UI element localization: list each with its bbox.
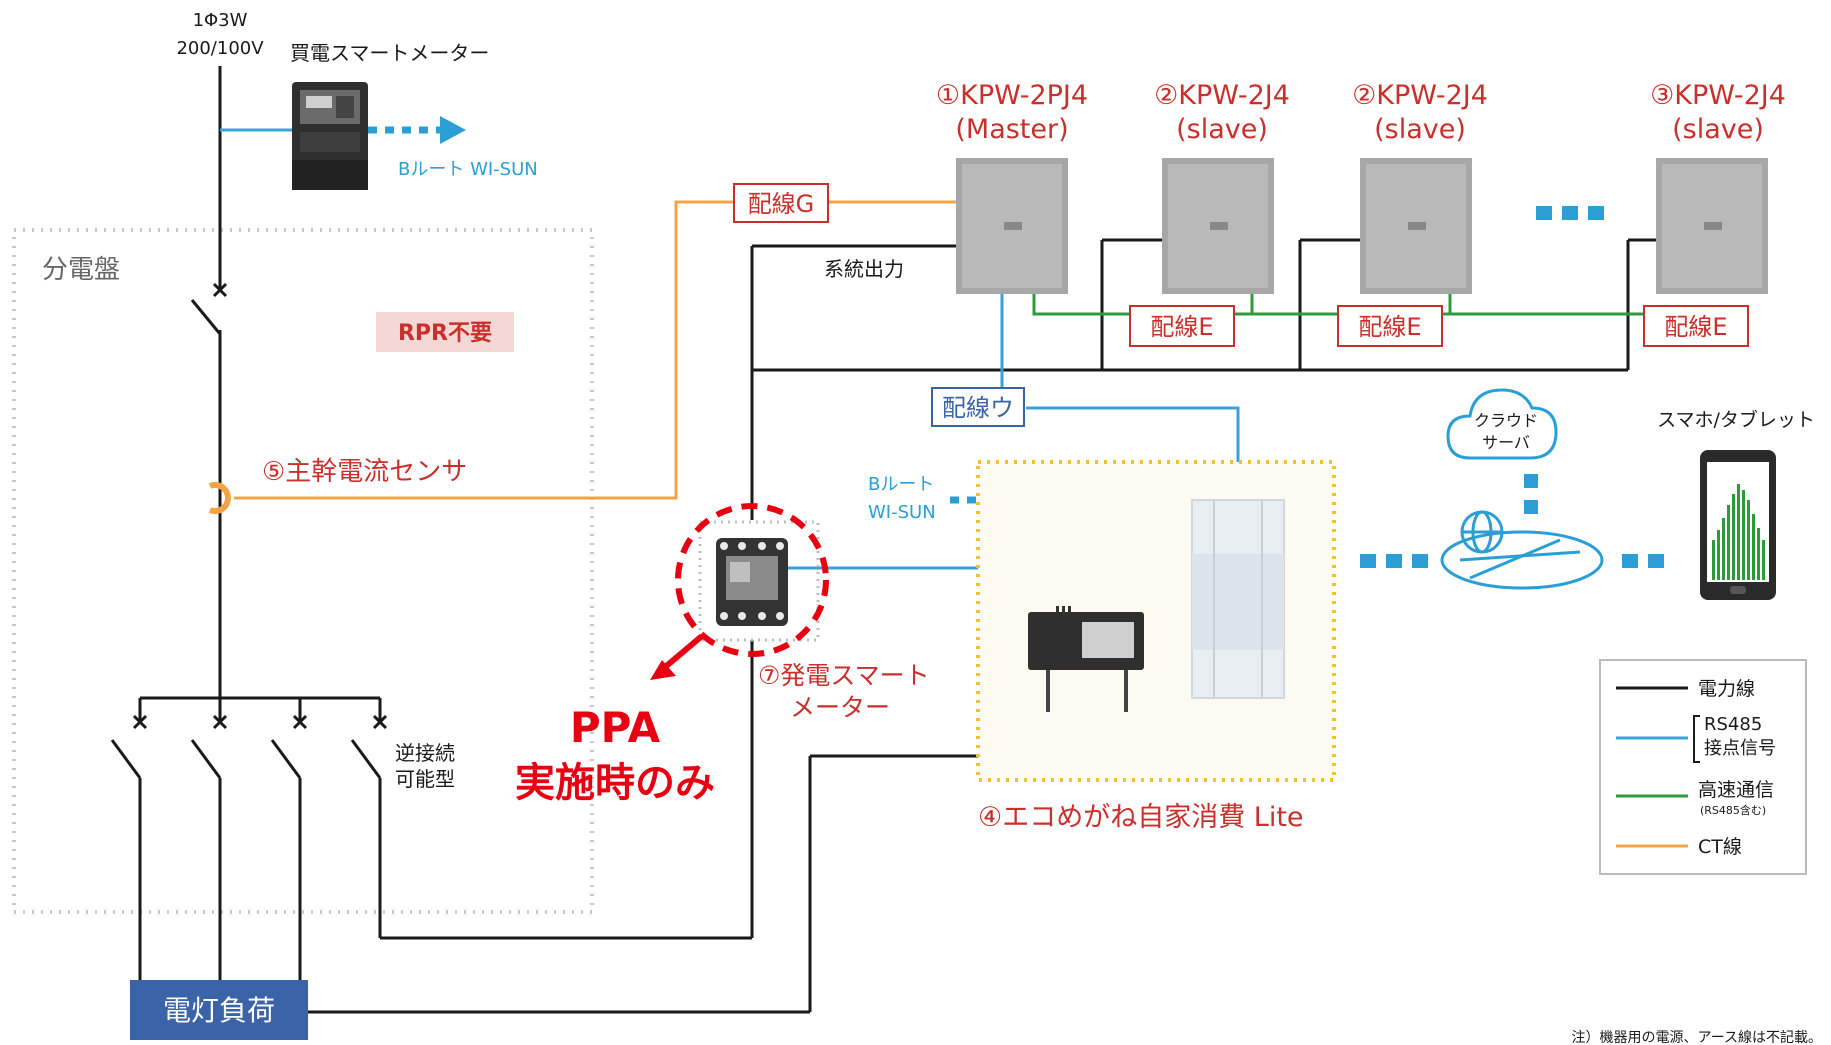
wiring-e-box-3 [1643,305,1749,347]
purchase-meter-label: 買電スマートメーター [290,41,489,65]
ppa-note-line1: PPA [570,703,661,752]
network-globe-icon [1440,510,1604,590]
ppa-highlight-circle [675,503,829,657]
pcs-unit-4-name: ③KPW-2J4 [1650,80,1786,111]
pcs-unit-1-role: (Master) [955,114,1068,145]
legend-box [1599,659,1807,875]
load-label: 電灯負荷 [163,994,275,1027]
ecomegane-panel-icon [1191,499,1285,699]
pcs-unit-2: ②KPW-2J4 (slave) [1154,80,1290,294]
footnote: 注）機器用の電源、アース線は不記載。 [1572,1029,1822,1045]
legend-power-label: 電力線 [1698,678,1755,700]
gen-meter-route-line1: Bルート [868,474,934,495]
cloud-link-dots [1524,474,1538,514]
more-units-ellipsis [1536,206,1604,220]
legend-rs485-label-2: 接点信号 [1704,738,1776,759]
ppa-note-line2: 実施時のみ [515,760,715,806]
wiring-u-box [931,387,1025,427]
device-label: スマホ/タブレット [1657,408,1815,431]
gen-meter-bg-dots [698,520,820,642]
distribution-panel-frame [12,228,594,914]
breaker-label-line2: 可能型 [395,767,455,791]
pcs-unit-3-name: ②KPW-2J4 [1352,80,1488,111]
ecomegane-receiver-icon [1028,606,1144,712]
smartphone-icon [1700,450,1776,600]
gen-meter-label-line2: メーター [790,693,890,722]
purchase-meter-broute-arrow [368,116,466,144]
ct-sensor-label: ⑤主幹電流センサ [262,457,467,487]
link-dots-right [1622,554,1664,568]
wiring-e-label-1: 配線E [1150,313,1213,341]
power-lines [110,66,1656,1014]
wiring-e-label-2: 配線E [1358,313,1421,341]
pcs-unit-4-role: (slave) [1672,114,1764,145]
cloud-label-line2: サーバ [1482,433,1530,452]
supply-voltage: 200/100V [176,38,264,59]
pcs-unit-3-role: (slave) [1374,114,1466,145]
pcs-unit-4: ③KPW-2J4 (slave) [1650,80,1786,294]
pcs-unit-2-name: ②KPW-2J4 [1154,80,1290,111]
wiring-e-box-1 [1129,305,1235,347]
wiring-e-box-2 [1337,305,1443,347]
link-dots-left [1360,554,1428,568]
cloud-label-line1: クラウド [1474,411,1538,430]
pcs-unit-1: ①KPW-2PJ4 (Master) [936,80,1088,294]
cloud-icon [1446,388,1558,460]
gen-meter-label-line1: ⑦発電スマート [758,661,930,690]
legend-highspeed-label: 高速通信 [1698,779,1774,801]
ecomegane-label: ④エコめがね自家消費 Lite [978,802,1304,833]
legend-highspeed-sub: (RS485含む) [1700,803,1766,817]
wiring-g-box [733,183,829,223]
grid-output-label: 系統出力 [824,257,904,281]
ppa-arrow-icon [650,633,704,680]
legend-rs485-bracket [1693,715,1700,763]
panel-label: 分電盤 [42,255,120,285]
pcs-unit-2-role: (slave) [1176,114,1268,145]
gen-smart-meter-icon [716,538,788,626]
purchase-meter-route: Bルート WI-SUN [398,159,538,180]
breaker-label-line1: 逆接続 [395,741,455,765]
ct-wire [234,200,736,500]
ct-sensor-icon [208,482,231,514]
pcs-unit-3: ②KPW-2J4 (slave) [1352,80,1488,294]
legend-rs485-label-1: RS485 [1704,714,1762,735]
pcs-unit-1-name: ①KPW-2PJ4 [936,80,1088,111]
purchase-smart-meter-icon [292,82,368,190]
legend-ct-label: CT線 [1698,836,1742,858]
wiring-u-label: 配線ウ [942,394,1014,422]
rpr-badge-label: RPR不要 [398,321,492,346]
supply-phase: 1Φ3W [193,10,248,31]
wiring-e-label-3: 配線E [1664,313,1727,341]
load-box [130,980,308,1040]
wiring-g-label: 配線G [748,190,815,218]
gen-meter-route-line2: WI-SUN [868,502,936,523]
rpr-badge [376,312,514,352]
